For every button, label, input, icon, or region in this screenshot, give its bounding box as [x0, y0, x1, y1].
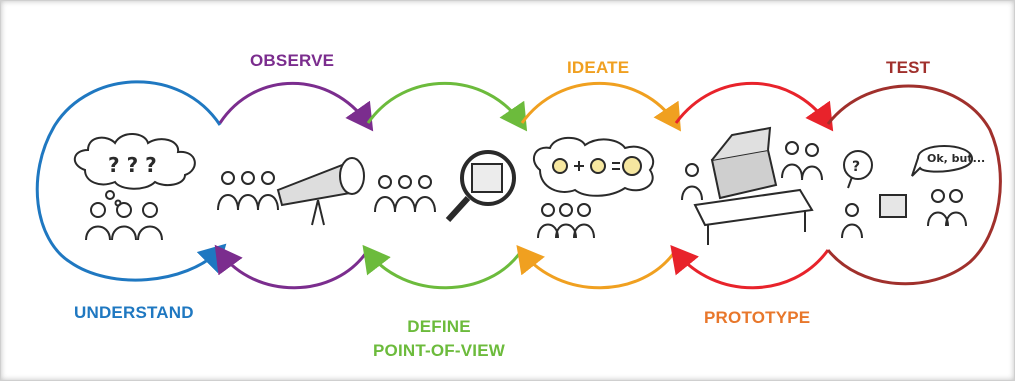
define-sketch: [374, 150, 516, 223]
observe-sketch: [217, 157, 365, 226]
test-sketch: [841, 145, 973, 239]
label-test: TEST: [886, 58, 931, 77]
observe-loop: [214, 82, 374, 290]
label-ideate: IDEATE: [567, 58, 630, 77]
test-loop: [826, 84, 1002, 286]
label-prototype: PROTOTYPE: [704, 308, 811, 327]
label-understand: UNDERSTAND: [74, 303, 194, 322]
label-observe: OBSERVE: [250, 51, 335, 70]
prototype-sketch: [681, 126, 823, 245]
test-reply-text: Ok, but...: [927, 152, 985, 165]
label-define-line1: DEFINE: [407, 317, 471, 336]
define-loop: [362, 82, 528, 290]
understand-loop: [35, 80, 227, 282]
label-define: DEFINE POINT-OF-VIEW: [373, 315, 505, 363]
understand-sketch: [73, 133, 196, 241]
ideate-sketch: [532, 136, 655, 239]
prototype-loop: [670, 82, 834, 290]
ideate-loop: [516, 82, 681, 290]
test-question-text: ?: [852, 159, 860, 175]
label-define-line2: POINT-OF-VIEW: [373, 341, 505, 360]
understand-bubble-text: ? ? ?: [108, 153, 157, 177]
